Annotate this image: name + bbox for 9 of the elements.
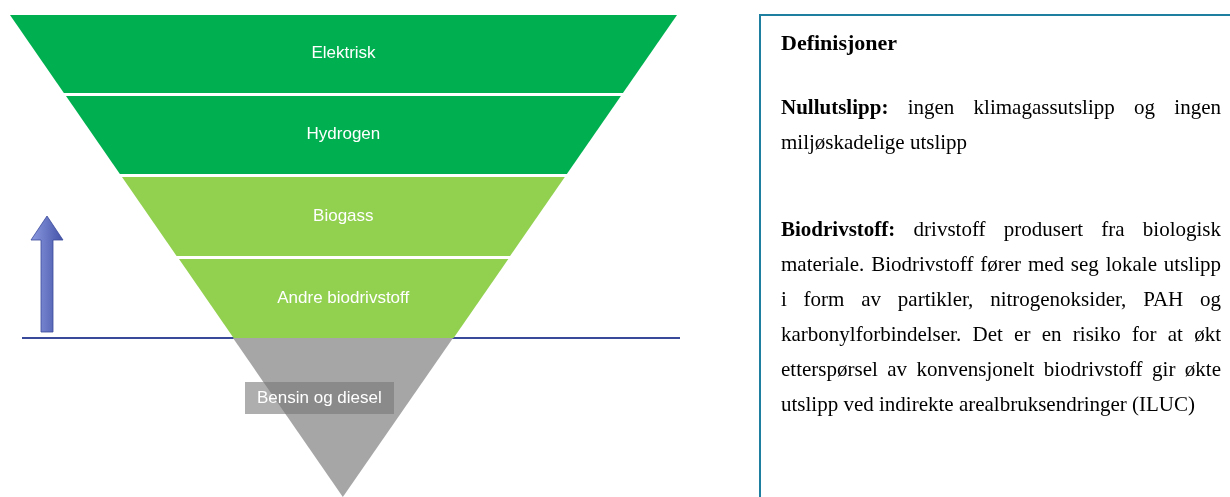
band-label: Elektrisk (310, 43, 377, 63)
fuel-label: Bensin og diesel (245, 382, 394, 414)
definition-text: Biodrivstoff: drivstoff produsert fra biologisk materiale. Biodrivstoff fører med seg lokale utslipp i form av partikler, nitrogenoksider, PAH og karbonylforbindelser. Det er en risiko for at økt etterspørsel av konvensjonelt biodrivstoff gir økte utslipp ved indirekte arealbruksendringer (ILUC) (781, 216, 1221, 418)
definitions-panel (759, 14, 1230, 497)
band-label: Hydrogen (305, 124, 382, 144)
band-label: Andre biodrivstoff (276, 287, 411, 308)
definition-text: Nullutslipp: ingen klimagassutslipp og ingen miljøskadelige utslipp (781, 94, 1221, 156)
panel-heading: Definisjoner (781, 30, 898, 56)
band-label: Biogass (312, 205, 375, 226)
